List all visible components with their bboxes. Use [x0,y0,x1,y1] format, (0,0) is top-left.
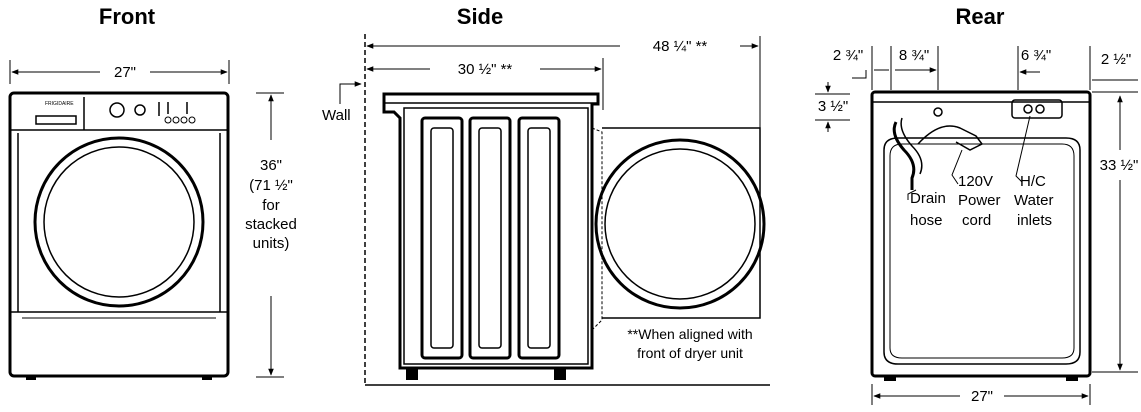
drain-hose-label: hose [910,212,943,229]
power-cord-label: Power [958,192,1001,209]
rear-component-labels: Drain hose 120V Power cord H/C Water inl… [907,115,1053,229]
front-height-dimension: 36" (71 ½" for stacked units) [245,92,297,378]
brand-logo: FRIGIDAIRE [45,101,74,107]
drain-hose-label: Drain [910,190,946,207]
side-depth-label: 30 ½" ** [458,61,513,78]
rear-view: Rear 2 ¾" 8 ¾" 6 ¾" 2 ½" [815,4,1138,405]
front-stacked-note-line: stacked [245,216,297,233]
rear-dim-right-label: 2 ½" [1101,51,1131,68]
rear-dim-inlet-label: 6 ¾" [1021,47,1051,64]
water-inlets-label: inlets [1017,212,1052,229]
front-view: Front 27" FRIGIDAIRE [8,4,297,380]
rear-washer-drawing [870,90,1092,381]
front-title: Front [99,4,156,29]
wall: Wall [322,34,770,386]
side-title: Side [457,4,503,29]
control-knob [134,104,146,116]
front-stacked-note-line: for [262,197,280,214]
power-cord-label: 120V [958,173,993,190]
front-width-label: 27" [114,64,136,81]
front-stacked-note-line: units) [253,235,290,252]
power-cord-label: cord [962,212,991,229]
rear-top-dimensions: 2 ¾" 8 ¾" 6 ¾" 2 ½" [833,46,1138,93]
wall-label: Wall [322,107,351,124]
front-stacked-height-label: (71 ½" [249,177,293,194]
rear-dim-drain-label: 8 ¾" [899,47,929,64]
rear-height-dimension: 33 ½" [1092,95,1139,373]
rear-dim-top-label: 3 ½" [818,98,848,115]
side-washer-drawing [382,92,603,380]
side-total-depth-label: 48 ¼" ** [653,38,708,55]
side-depth-dimension: 30 ½" ** [366,58,604,110]
rear-dim-left-label: 2 ¾" [833,47,863,64]
rear-title: Rear [956,4,1005,29]
rear-height-label: 33 ½" [1100,157,1139,174]
door-outer-ring [33,136,205,308]
rear-width-label: 27" [971,388,993,405]
aligned-footnote: front of dryer unit [637,345,743,361]
side-open-door [594,127,766,319]
front-washer-drawing: FRIGIDAIRE [8,91,230,380]
front-width-dimension: 27" [9,60,230,84]
front-height-label: 36" [260,157,282,174]
door-glass [43,146,195,298]
side-view: Side Wall 48 ¼" ** 30 ½" ** [322,4,770,386]
side-total-depth-dimension: 48 ¼" ** [366,36,761,130]
control-knob [109,102,125,118]
aligned-footnote: **When aligned with [627,326,752,342]
water-inlets-label: Water [1014,192,1053,209]
water-inlets-label: H/C [1020,173,1046,190]
rear-top-offset-dimension: 3 ½" [815,82,850,132]
rear-width-dimension: 27" [871,384,1091,405]
